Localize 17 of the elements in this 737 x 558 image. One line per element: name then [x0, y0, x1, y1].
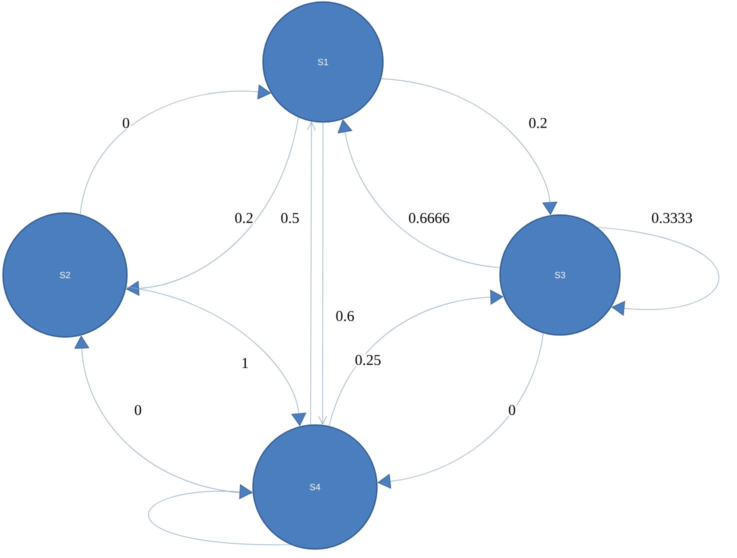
arrow	[126, 117, 299, 296]
edge-label: 0.2	[234, 212, 254, 224]
edge-label: 0.6	[334, 310, 356, 322]
edge-label: 0	[121, 116, 131, 130]
edge-label: 0.6666	[407, 212, 451, 224]
edge-label: 1	[240, 357, 250, 369]
arrow	[328, 290, 504, 426]
edge-label: 0	[133, 404, 143, 416]
arrow	[307, 121, 316, 425]
edge-label: 0	[507, 404, 517, 416]
edge-label: 0.5	[280, 212, 300, 224]
edge-label: 0.25	[354, 354, 382, 366]
arrow	[148, 484, 291, 545]
edge-label: 0.2	[528, 116, 548, 130]
arrow	[597, 226, 720, 316]
edge-label: 0.3333	[650, 212, 694, 224]
arrow	[318, 122, 327, 425]
